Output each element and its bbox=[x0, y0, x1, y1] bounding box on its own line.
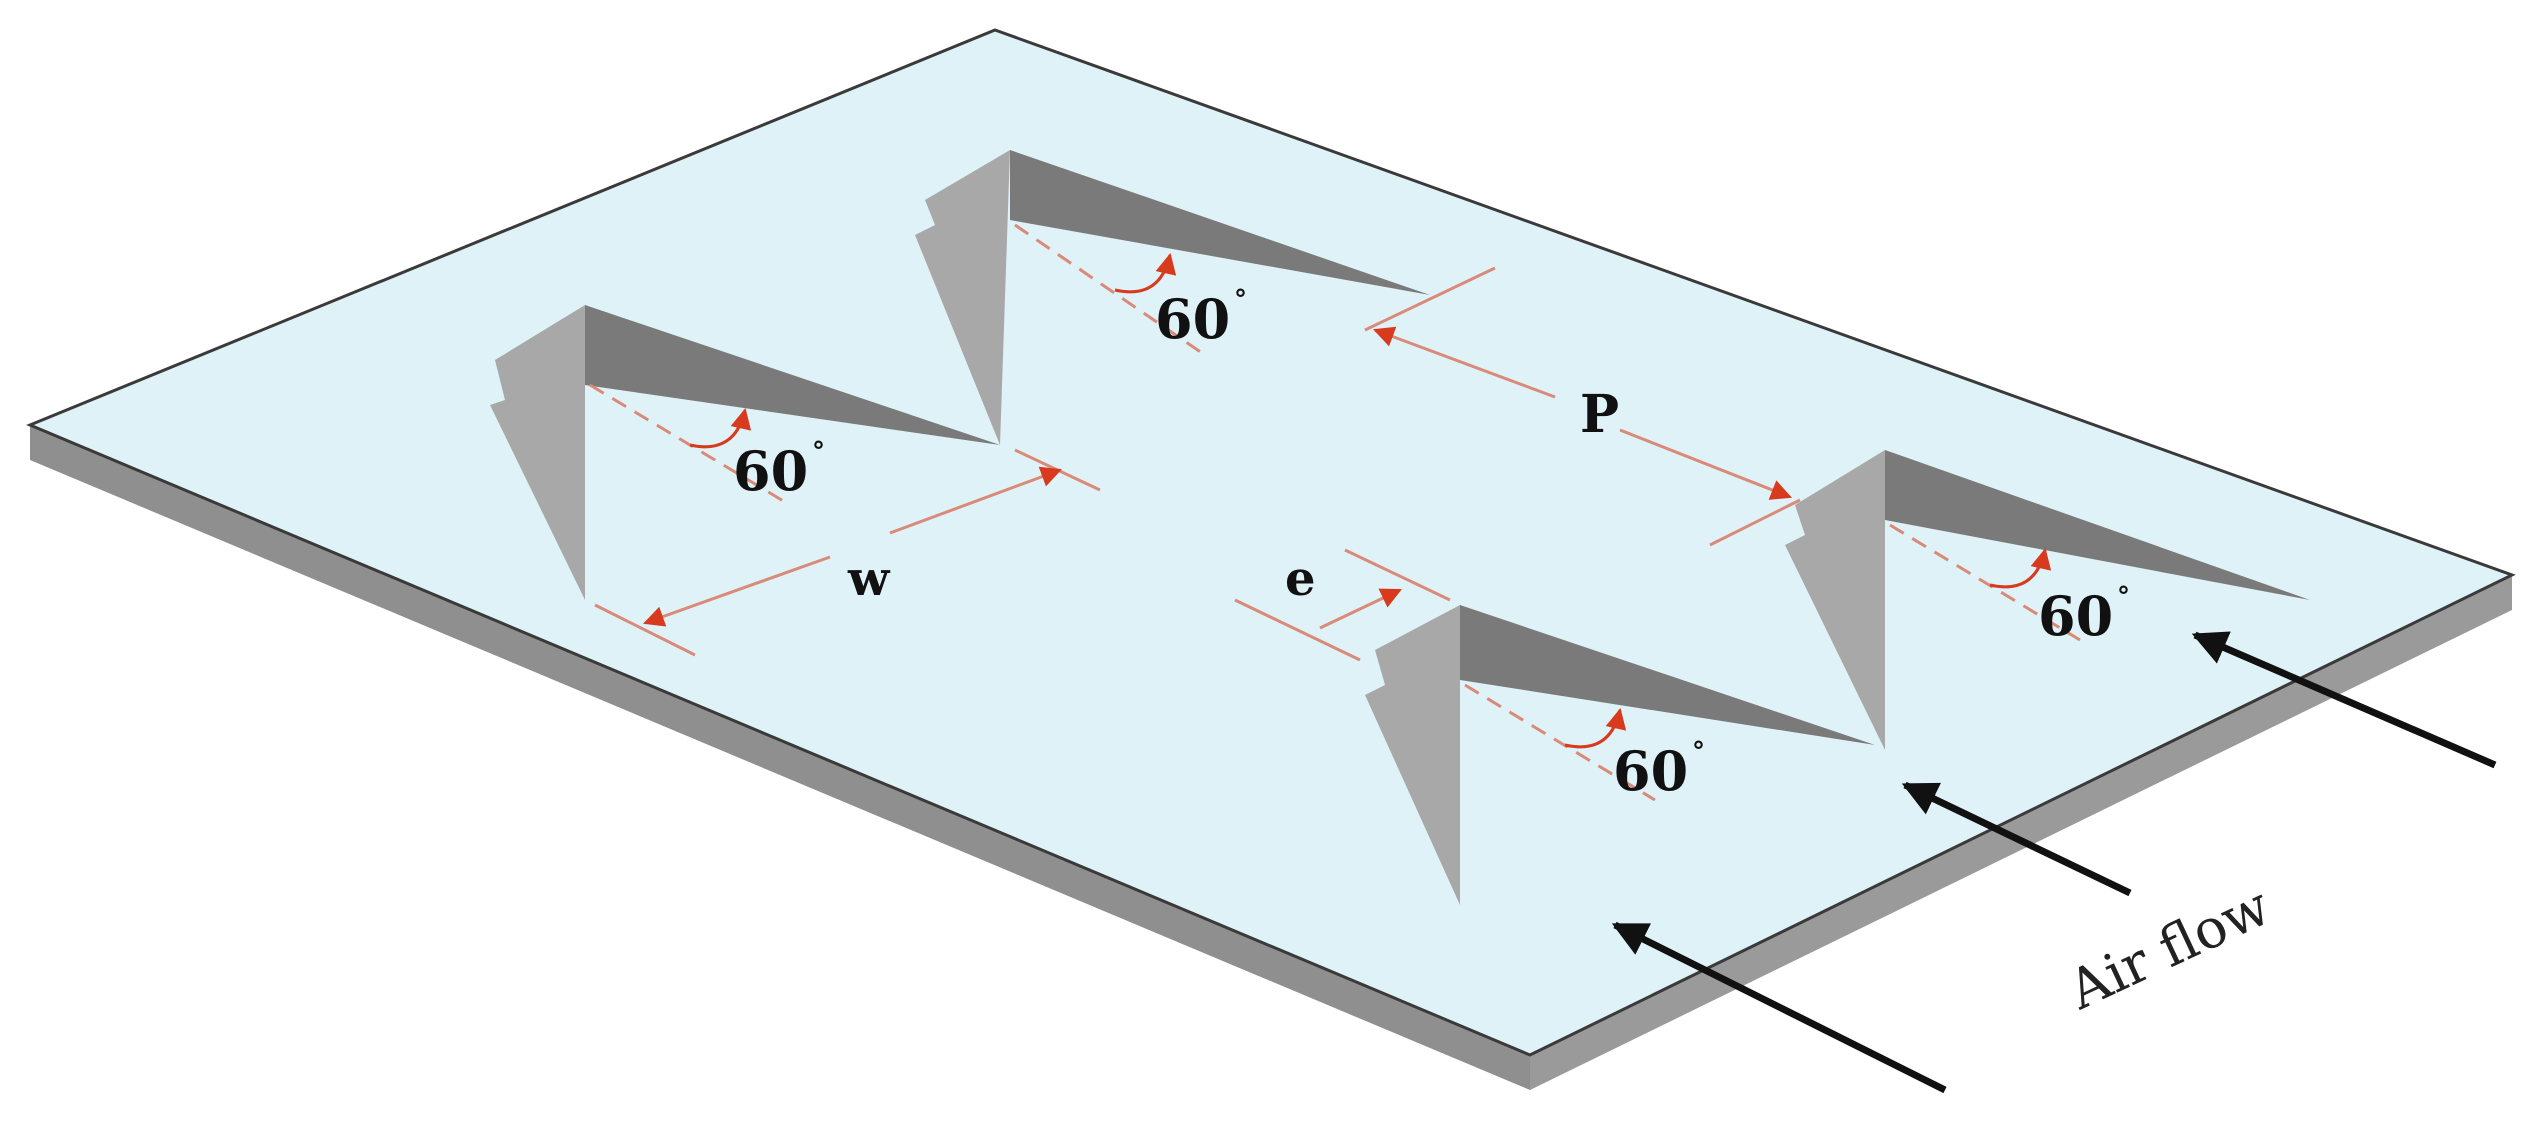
absorber-plate bbox=[26, 28, 2516, 1090]
angle-label: 60 bbox=[1155, 287, 1230, 351]
p-dimension-line bbox=[1373, 326, 1556, 399]
angle-labels: 60 ° 60 ° 60 ° 60 ° bbox=[733, 285, 2130, 803]
plate-top-surface bbox=[26, 28, 2516, 1057]
rib-face-dark bbox=[1460, 605, 1875, 745]
air-flow-arrow bbox=[1901, 781, 2132, 897]
plate-right-edge bbox=[1530, 575, 2512, 1090]
angle-arc bbox=[1564, 707, 1627, 749]
angle-arcs bbox=[689, 252, 2052, 749]
degree-symbol: ° bbox=[1692, 737, 1705, 767]
p-extension-line bbox=[1364, 266, 1496, 332]
w-dimension-line bbox=[889, 466, 1062, 535]
plate-bottom-edge bbox=[30, 425, 1530, 1090]
degree-symbol: ° bbox=[2117, 582, 2130, 612]
dimension-lines bbox=[594, 266, 1801, 662]
angle-label: 60 bbox=[733, 439, 808, 503]
degree-symbol: ° bbox=[812, 437, 825, 467]
label-e: e bbox=[1285, 551, 1316, 607]
air-flow-arrow bbox=[2191, 631, 2497, 769]
p-extension-line bbox=[1709, 498, 1801, 547]
angle-arc bbox=[689, 407, 752, 449]
rib-face-light bbox=[1785, 450, 1885, 750]
angle-label: 60 bbox=[2038, 584, 2113, 648]
label-w: w bbox=[847, 551, 891, 607]
e-extension-line bbox=[1344, 548, 1451, 602]
label-p: P bbox=[1580, 384, 1619, 445]
angle-ref-line bbox=[1464, 683, 1656, 802]
air-flow-label: Air flow bbox=[2058, 874, 2279, 1022]
air-flow-arrow bbox=[1611, 921, 1947, 1094]
rib-face-light bbox=[1365, 605, 1460, 905]
e-dimension-line bbox=[1319, 588, 1402, 630]
rib-face-dark bbox=[1010, 150, 1430, 295]
rib-face-dark bbox=[585, 305, 1000, 445]
p-dimension-line bbox=[1619, 428, 1792, 500]
rib-face-light bbox=[915, 150, 1010, 445]
dimension-labels: w P e bbox=[847, 384, 1619, 607]
degree-symbol: ° bbox=[1234, 285, 1247, 315]
w-dimension-line bbox=[643, 555, 831, 627]
air-flow-arrows bbox=[1611, 631, 2497, 1094]
rib-upper-left bbox=[490, 150, 1430, 600]
rib-face-light bbox=[490, 305, 585, 600]
w-extension-line bbox=[594, 603, 696, 657]
angle-ref-line bbox=[1014, 223, 1206, 357]
e-extension-line bbox=[1234, 598, 1361, 662]
angle-arc bbox=[1114, 252, 1177, 294]
angle-ref-line bbox=[1889, 523, 2081, 642]
angle-arc bbox=[1989, 547, 2052, 589]
angle-label: 60 bbox=[1613, 739, 1688, 803]
rib-face-dark bbox=[1885, 450, 2310, 600]
rib-lower-right bbox=[1365, 450, 2310, 905]
